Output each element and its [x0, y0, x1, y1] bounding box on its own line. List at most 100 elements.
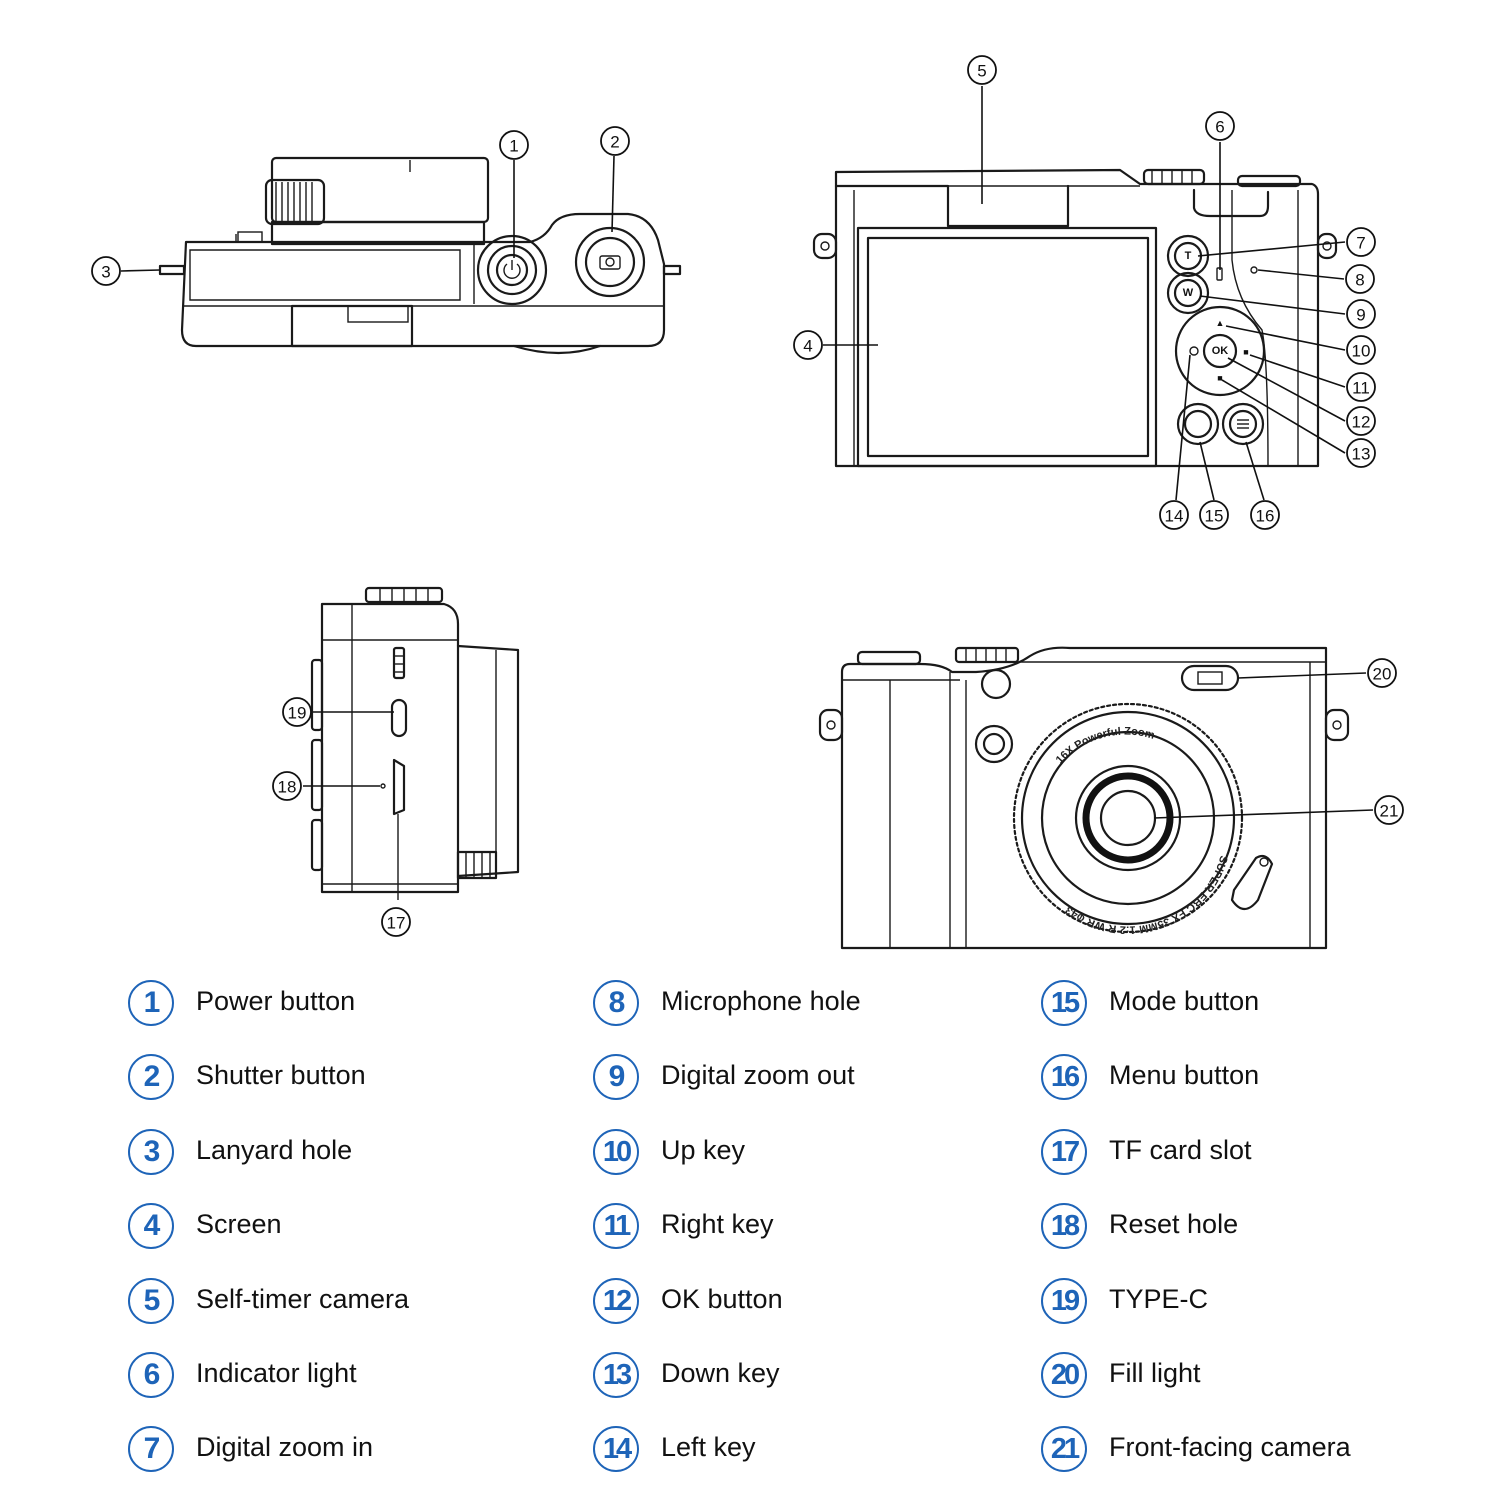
callout-19: 19: [282, 697, 312, 727]
svg-text:5: 5: [977, 62, 986, 81]
legend-item: 1 Power button: [128, 980, 568, 1040]
legend-label: Self-timer camera: [196, 1284, 410, 1314]
svg-text:■: ■: [1217, 373, 1222, 383]
legend-label: Left key: [661, 1432, 756, 1462]
number-badge: 7: [128, 1426, 174, 1472]
number-badge: 2: [128, 1054, 174, 1100]
legend-item: 11 Right key: [593, 1203, 1033, 1263]
leader-lines: [120, 86, 1374, 819]
legend-item: 13 Down key: [593, 1352, 1033, 1412]
zoom-ring: [264, 178, 326, 226]
svg-text:15: 15: [1205, 507, 1224, 526]
legend-item: 17 TF card slot: [1041, 1129, 1481, 1189]
number-badge: 18: [1041, 1203, 1087, 1249]
svg-text:3: 3: [101, 263, 110, 282]
legend-label: OK button: [661, 1284, 783, 1314]
number-badge: 14: [593, 1426, 639, 1472]
number-badge: 11: [593, 1203, 639, 1249]
callout-10: 10: [1346, 335, 1376, 365]
number-badge: 3: [128, 1129, 174, 1175]
number-badge: 17: [1041, 1129, 1087, 1175]
svg-text:12: 12: [1352, 413, 1371, 432]
svg-text:▲: ▲: [1216, 318, 1225, 328]
number-badge: 1: [128, 980, 174, 1026]
legend-label: Down key: [661, 1358, 780, 1388]
power-button-top: [476, 234, 548, 306]
svg-text:8: 8: [1355, 271, 1364, 290]
legend-label: Front-facing camera: [1109, 1432, 1351, 1462]
svg-text:9: 9: [1356, 306, 1365, 325]
callout-14: 14: [1159, 500, 1189, 530]
legend-label: Digital zoom in: [196, 1432, 374, 1462]
legend-label: Reset hole: [1109, 1209, 1239, 1239]
svg-text:T: T: [1185, 250, 1192, 262]
number-badge: 5: [128, 1278, 174, 1324]
legend-item: 14 Left key: [593, 1426, 1033, 1486]
screen: [856, 226, 1158, 468]
legend-label: Right key: [661, 1209, 774, 1239]
fill-light: [1180, 664, 1240, 692]
legend-item: 21 Front-facing camera: [1041, 1426, 1481, 1486]
svg-text:17: 17: [387, 914, 406, 933]
legend-label: Up key: [661, 1135, 746, 1165]
number-badge: 13: [593, 1352, 639, 1398]
svg-text:1: 1: [509, 137, 518, 156]
callout-17: 17: [381, 907, 411, 937]
legend-label: Digital zoom out: [661, 1060, 855, 1090]
svg-text:13: 13: [1352, 445, 1371, 464]
menu-button: [1221, 402, 1265, 446]
shutter-button-top: [574, 226, 646, 298]
callout-6: 6: [1205, 111, 1235, 141]
legend-label: TF card slot: [1109, 1135, 1252, 1165]
side-view: [310, 586, 520, 900]
callout-21: 21: [1374, 795, 1404, 825]
legend-item: 12 OK button: [593, 1278, 1033, 1338]
front-view: 16X Powerful Zoom SUPER EBC FX 35MM 1:2 …: [818, 646, 1350, 950]
svg-text:6: 6: [1215, 118, 1224, 137]
legend-label: Screen: [196, 1209, 282, 1239]
svg-text:10: 10: [1352, 342, 1371, 361]
callout-20: 20: [1367, 658, 1397, 688]
svg-text:18: 18: [278, 778, 297, 797]
svg-text:■: ■: [1243, 347, 1248, 357]
camera-diagram: T W OK ▲ ■ ■: [91, 55, 1404, 950]
top-view: [158, 156, 682, 355]
callout-1: 1: [499, 130, 529, 160]
svg-text:19: 19: [288, 704, 307, 723]
number-badge: 9: [593, 1054, 639, 1100]
svg-text:20: 20: [1373, 665, 1392, 684]
svg-text:11: 11: [1352, 379, 1370, 398]
legend-item: 4 Screen: [128, 1203, 568, 1263]
legend-label: Indicator light: [196, 1358, 357, 1388]
number-badge: 6: [128, 1352, 174, 1398]
number-badge: 10: [593, 1129, 639, 1175]
number-badge: 12: [593, 1278, 639, 1324]
legend-label: TYPE-C: [1109, 1284, 1209, 1314]
number-badge: 8: [593, 980, 639, 1026]
legend-label: Power button: [196, 986, 356, 1016]
number-badge: 4: [128, 1203, 174, 1249]
legend-label: Fill light: [1109, 1358, 1201, 1388]
legend-label: Microphone hole: [661, 986, 861, 1016]
callout-13: 13: [1346, 438, 1376, 468]
svg-text:16X Powerful Zoom: 16X Powerful Zoom: [1054, 726, 1157, 767]
svg-text:16: 16: [1256, 507, 1275, 526]
callout-18: 18: [272, 771, 302, 801]
legend-item: 7 Digital zoom in: [128, 1426, 568, 1486]
callout-16: 16: [1250, 500, 1280, 530]
legend-item: 5 Self-timer camera: [128, 1278, 568, 1338]
lens-release-switch: [1230, 854, 1274, 911]
mode-button: [1176, 402, 1220, 446]
callout-4: 4: [793, 330, 823, 360]
callout-12: 12: [1346, 406, 1376, 436]
legend-item: 18 Reset hole: [1041, 1203, 1481, 1263]
tf-card-slot: [392, 758, 406, 900]
number-badge: 21: [1041, 1426, 1087, 1472]
callout-5: 5: [967, 55, 997, 85]
